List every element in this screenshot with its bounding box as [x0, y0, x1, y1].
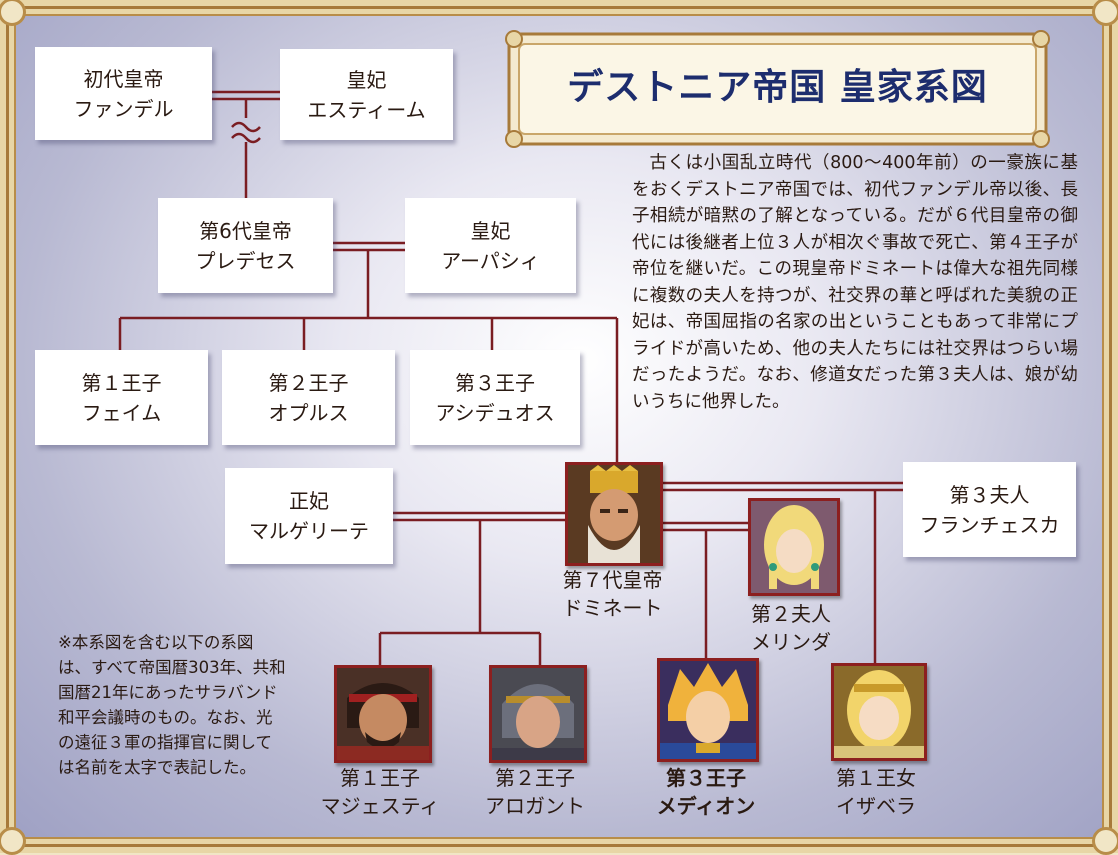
name-prince-medion: 第３王子 メディオン — [635, 764, 777, 820]
name-second-wife-title: 第２夫人 — [751, 602, 831, 626]
portrait-prince-medion — [657, 658, 759, 762]
description-paragraph: 古くは小国乱立時代（800～400年前）の一豪族に基をおくデストニア帝国では、初… — [632, 153, 1078, 412]
corner-ornament-top-left — [0, 0, 26, 26]
name-isabella-title: 第１王女 — [836, 766, 916, 790]
name-prince-arrogant: 第２王子 アロガント — [465, 764, 605, 820]
title-plate — [505, 30, 1050, 148]
box-prince-faim: 第１王子 フェイム — [35, 350, 208, 445]
box-emperor6-title: 第6代皇帝 — [199, 218, 292, 243]
name-second-wife-name: メリンダ — [751, 630, 831, 654]
box-prince-faim-name: フェイム — [81, 400, 162, 425]
portrait-prince-majesty — [334, 665, 432, 763]
box-consort-esteem-title: 皇妃 — [346, 67, 387, 92]
box-third-wife-name: フランチェスカ — [919, 512, 1060, 537]
box-consort-esteem-name: エスティーム — [307, 97, 426, 122]
footnote-paragraph: ※本系図を含む以下の系図は、すべて帝国暦303年、共和国暦21年にあったサラバン… — [58, 633, 286, 777]
box-founder-title: 初代皇帝 — [83, 66, 164, 91]
name-majesty-name: マジェスティ — [320, 794, 440, 818]
box-prince-oplus-title: 第２王子 — [268, 370, 349, 395]
footnote-text: ※本系図を含む以下の系図は、すべて帝国暦303年、共和国暦21年にあったサラバン… — [58, 630, 286, 780]
name-emperor-name: ドミネート — [562, 596, 663, 620]
box-prince-asideos: 第３王子 アシデュオス — [410, 350, 580, 445]
box-empress-name: マルゲリーテ — [249, 519, 369, 543]
portrait-prince-arrogant — [489, 665, 587, 763]
name-second-wife-melinda: 第２夫人 メリンダ — [720, 600, 862, 656]
outer-border — [6, 6, 1112, 847]
name-isabella-name: イザベラ — [836, 794, 916, 818]
name-medion-title: 第３王子 — [666, 766, 746, 790]
box-third-wife-francesca: 第３夫人 フランチェスカ — [903, 462, 1076, 557]
box-prince-asideos-name: アシデュオス — [435, 400, 555, 425]
name-emperor-title: 第７代皇帝 — [562, 568, 663, 592]
box-emperor6-name: プレデセス — [195, 248, 296, 273]
description-text: 古くは小国乱立時代（800～400年前）の一豪族に基をおくデストニア帝国では、初… — [632, 150, 1078, 415]
portrait-emperor-dominate — [565, 462, 663, 566]
box-prince-oplus-name: オプルス — [268, 400, 349, 425]
box-prince-faim-title: 第１王子 — [81, 370, 162, 395]
name-arrogant-name: アロガント — [485, 794, 585, 818]
box-consort-esteem: 皇妃 エスティーム — [280, 49, 453, 140]
name-emperor-dominate: 第７代皇帝 ドミネート — [540, 566, 685, 622]
portrait-second-wife-melinda — [748, 498, 840, 596]
box-empress-title: 正妃 — [289, 489, 329, 513]
name-prince-majesty: 第１王子 マジェスティ — [310, 764, 450, 820]
name-majesty-title: 第１王子 — [340, 766, 420, 790]
box-prince-asideos-title: 第３王子 — [455, 370, 535, 395]
box-third-wife-title: 第３夫人 — [949, 482, 1030, 507]
name-princess-isabella: 第１王女 イザベラ — [805, 764, 947, 820]
box-consort-apathy: 皇妃 アーパシィ — [405, 198, 576, 293]
box-empress-margarete: 正妃 マルゲリーテ — [225, 468, 393, 564]
box-emperor6-predeses: 第6代皇帝 プレデセス — [158, 198, 333, 293]
box-founder-name: ファンデル — [73, 96, 174, 121]
box-consort-apathy-title: 皇妃 — [470, 218, 511, 243]
portrait-princess-isabella — [831, 663, 927, 761]
diagram-title: デストニア帝国 皇家系図 — [567, 66, 988, 108]
box-founder-fandel: 初代皇帝 ファンデル — [35, 47, 212, 140]
box-consort-apathy-name: アーパシィ — [441, 248, 540, 273]
box-prince-oplus: 第２王子 オプルス — [222, 350, 395, 445]
name-arrogant-title: 第２王子 — [495, 766, 575, 790]
name-medion-name: メディオン — [656, 794, 756, 818]
